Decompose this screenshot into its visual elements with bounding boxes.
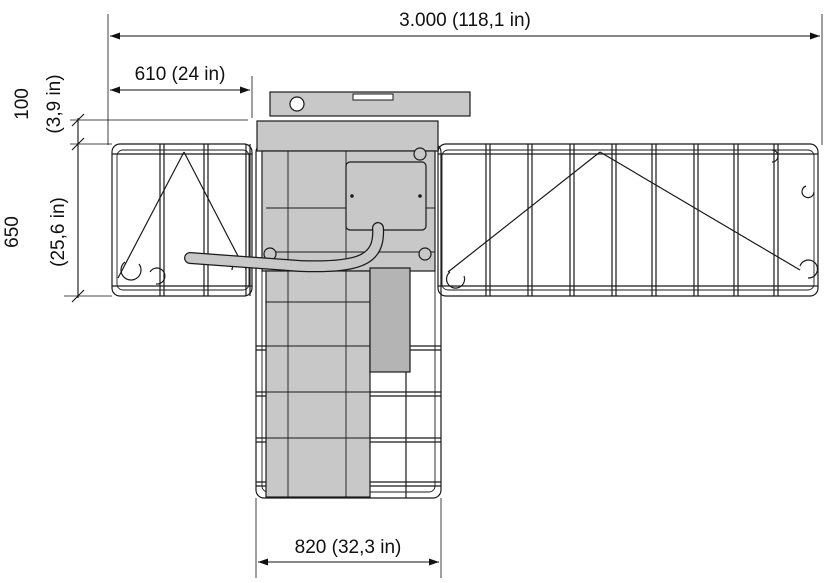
junction-box (345, 161, 427, 231)
right-wire-basket (437, 143, 819, 297)
center-width-label: 820 (32,3 in) (295, 537, 402, 558)
vertical-dimensions: 100 (3,9 in) 650 (25,6 in) (2, 74, 248, 303)
junction-box-screw-right (418, 194, 422, 198)
left-basket-inner (116, 149, 250, 291)
tick-top-650 (71, 137, 85, 151)
total-width-label: 3.000 (118,1 in) (399, 10, 531, 31)
right-basket-hook-2 (799, 259, 819, 279)
right-basket-hook (445, 271, 466, 289)
left-basket-hook-2 (149, 267, 166, 285)
total-width-dimension: 3.000 (118,1 in) (107, 10, 823, 145)
side-width-dimension: 610 (24 in) (110, 64, 253, 118)
mounting-hole (289, 96, 305, 112)
side-width-label: 610 (24 in) (135, 64, 226, 85)
right-basket-hook-4 (771, 149, 779, 163)
right-basket-inner (441, 149, 815, 291)
junction-box-body (345, 161, 427, 231)
tick-bottom-650 (71, 289, 85, 303)
depth-mm-label: 650 (2, 216, 23, 248)
depth-in-label: (25,6 in) (48, 197, 69, 267)
left-basket-hook (120, 261, 142, 281)
top-offset-mm-label: 100 (12, 88, 33, 120)
tick-top-100 (71, 113, 85, 127)
right-basket-outer (437, 143, 819, 297)
mounting-slot (352, 93, 394, 101)
cable-fill (185, 223, 383, 272)
right-basket-crossbars (485, 144, 779, 296)
junction-box-screw-left (350, 194, 354, 198)
housing-bolt-right (418, 247, 432, 261)
center-width-dimension: 820 (32,3 in) (255, 498, 442, 578)
left-basket-crossbars (159, 144, 251, 296)
right-basket-hook-3 (801, 185, 815, 199)
left-basket-diagonals (117, 151, 241, 279)
housing-bolt-top (413, 147, 427, 161)
cable (184, 222, 385, 273)
mounting-bar (269, 91, 471, 117)
housing-lower-left (265, 270, 371, 498)
housing-lower-column (369, 267, 411, 373)
right-basket-diagonals (447, 151, 801, 273)
left-basket-outer (111, 143, 253, 297)
top-offset-in-label: (3,9 in) (44, 74, 65, 133)
housing-top-block (256, 120, 439, 152)
left-wire-basket (111, 143, 253, 297)
